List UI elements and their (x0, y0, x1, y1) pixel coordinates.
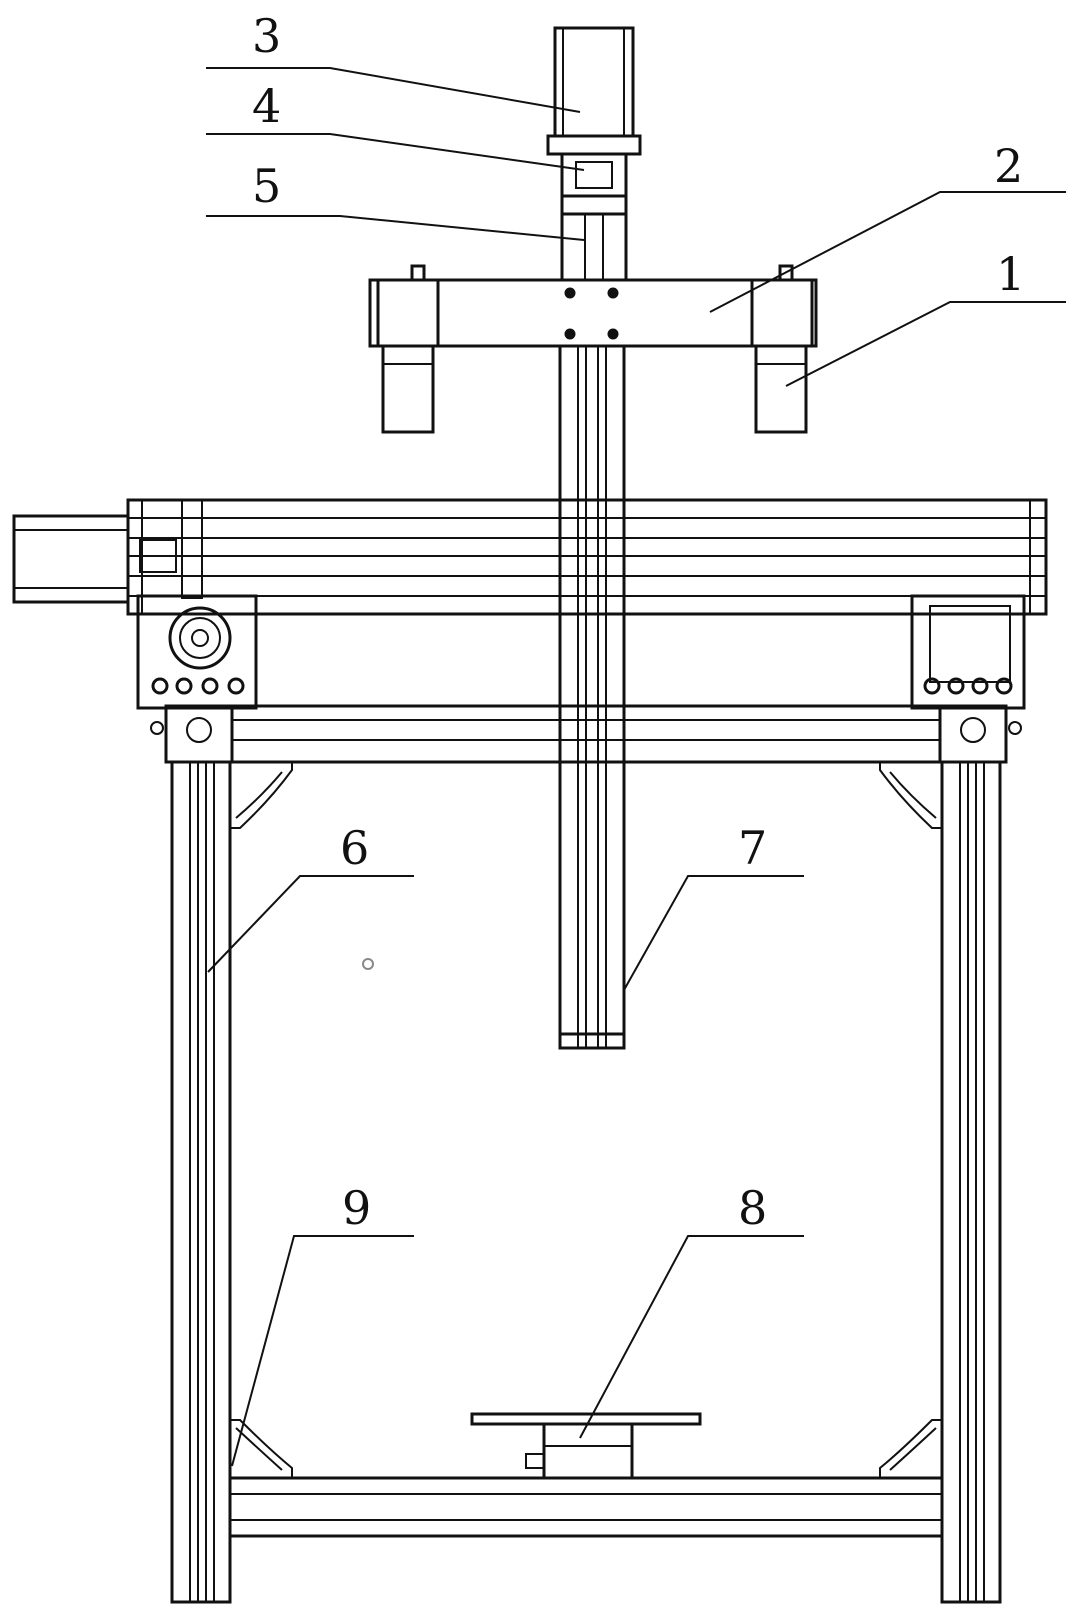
label-9: 9 (342, 1181, 371, 1235)
label-7: 7 (738, 821, 767, 875)
label-4: 4 (252, 79, 281, 133)
coupling (560, 152, 628, 216)
top-motor (546, 26, 642, 156)
left-cylinder (376, 264, 440, 434)
labels: 3 4 5 2 1 6 7 9 8 (252, 9, 1025, 1235)
lead-screw-section (560, 212, 628, 282)
label-2: 2 (994, 139, 1023, 193)
label-5: 5 (252, 159, 281, 213)
label-1: 1 (996, 247, 1025, 301)
corner-brackets (230, 762, 942, 1478)
left-bearing-block (136, 594, 258, 710)
vertical-rail (558, 344, 626, 1050)
center-marker (362, 958, 374, 970)
side-motor (12, 499, 203, 604)
top-gantry (126, 498, 1048, 616)
label-8: 8 (738, 1181, 767, 1235)
right-cylinder (750, 264, 814, 434)
right-bearing-block (910, 594, 1026, 710)
frame (150, 704, 1022, 1604)
leader-lines (206, 67, 1066, 1467)
label-6: 6 (340, 821, 369, 875)
label-3: 3 (252, 9, 281, 63)
rotary-platform (470, 1412, 702, 1480)
